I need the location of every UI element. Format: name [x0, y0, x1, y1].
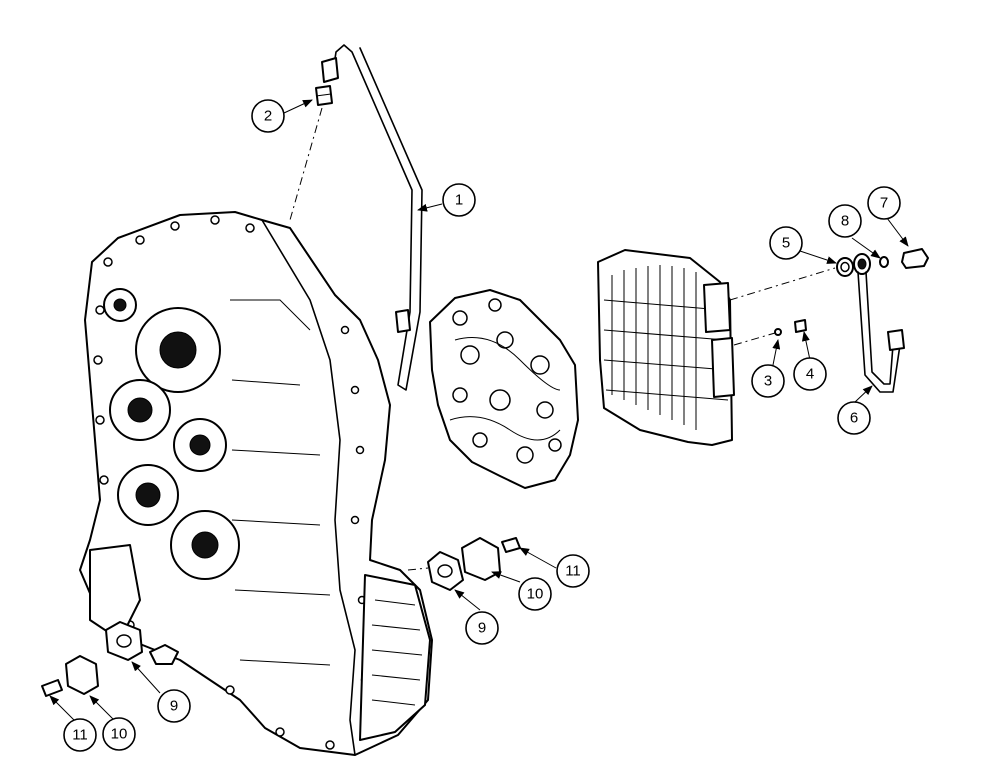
transmission-housing [79, 211, 433, 756]
control-valve-block [597, 249, 735, 446]
callout-3: 3 [751, 364, 785, 398]
callout-6: 6 [837, 401, 871, 435]
callout-label: 7 [880, 195, 888, 212]
callout-label: 9 [170, 698, 178, 715]
fitting [315, 85, 333, 106]
callout-label: 2 [264, 108, 272, 125]
callout-10-right: 10 [518, 577, 552, 611]
callout-7: 7 [867, 186, 901, 220]
callout-5: 5 [769, 226, 803, 260]
callout-2: 2 [251, 99, 285, 133]
callout-10-left: 10 [102, 717, 136, 751]
small-parts [774, 248, 929, 336]
callout-9-right: 9 [465, 611, 499, 645]
bent-tube [857, 271, 905, 393]
valve-body-plate [429, 289, 579, 489]
callout-label: 9 [478, 620, 486, 637]
alignment-line [289, 107, 323, 221]
callout-label: 11 [72, 727, 88, 744]
callout-label: 1 [455, 192, 463, 209]
callout-4: 4 [793, 357, 827, 391]
callout-label: 8 [841, 213, 849, 230]
callout-1: 1 [442, 183, 476, 217]
oil-tube [321, 44, 423, 391]
alignment-line-3 [733, 332, 776, 346]
callout-label: 3 [764, 373, 772, 390]
right-cover-assembly [407, 537, 521, 591]
callout-9-left: 9 [157, 689, 191, 723]
callout-label: 6 [850, 410, 858, 427]
callout-label: 10 [527, 586, 544, 603]
callout-label: 10 [111, 726, 128, 743]
callout-label: 11 [565, 563, 581, 580]
callout-11-left: 11 [63, 718, 97, 752]
leader-lines [49, 99, 909, 721]
callout-label: 4 [806, 366, 814, 383]
callout-label: 5 [782, 235, 790, 252]
alignment-line-2 [729, 267, 836, 301]
left-cover-assembly [41, 621, 143, 697]
callout-8: 8 [828, 204, 862, 238]
callout-11-right: 11 [556, 554, 590, 588]
